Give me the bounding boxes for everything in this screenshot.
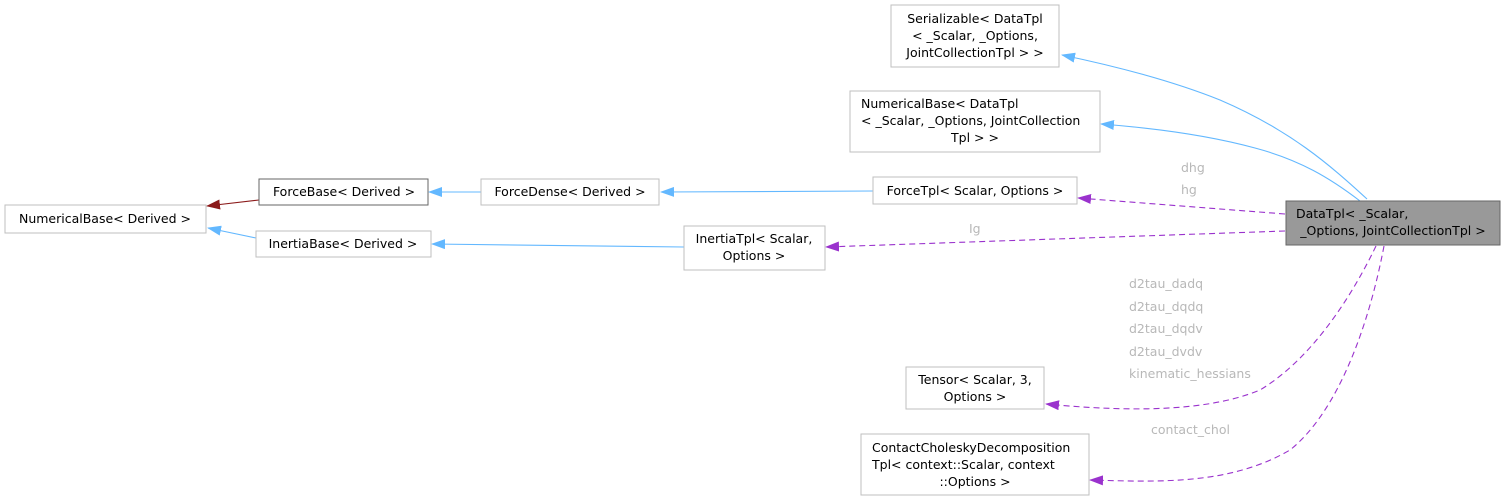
node-datatpl-line-1: DataTpl< _Scalar,: [1296, 206, 1408, 221]
node-forcetpl[interactable]: ForceTpl< Scalar, Options >: [872, 176, 1078, 205]
node-numericalbase-datatpl-line-1: NumericalBase< DataTpl: [861, 96, 1019, 111]
node-tensor-line-2: Options >: [944, 389, 1007, 404]
node-forcedense-label: ForceDense< Derived >: [494, 184, 645, 199]
node-serializable[interactable]: Serializable< DataTpl < _Scalar, _Option…: [890, 4, 1060, 68]
edge-datatpl-to-contactcholesky: [1089, 245, 1385, 486]
node-datatpl-line-2: _Options, JointCollectionTpl >: [1299, 223, 1485, 238]
node-datatpl-focus[interactable]: DataTpl< _Scalar, _Options, JointCollect…: [1285, 200, 1501, 246]
edge-label-d2tau-dadq: d2tau_dadq: [1129, 276, 1203, 291]
node-contact-cholesky-line-2: Tpl< context::Scalar, context: [871, 457, 1055, 472]
node-numericalbase-derived-label: NumericalBase< Derived >: [19, 211, 191, 226]
node-forcedense[interactable]: ForceDense< Derived >: [480, 178, 660, 206]
edge-label-kinematic-hessians: kinematic_hessians: [1129, 366, 1251, 381]
node-serializable-line-2: < _Scalar, _Options,: [912, 28, 1038, 43]
edge-datatpl-to-serializable: [1061, 52, 1368, 200]
node-serializable-line-1: Serializable< DataTpl: [907, 11, 1043, 26]
edge-label-d2tau-dqdq: d2tau_dqdq: [1129, 299, 1203, 314]
node-forcebase[interactable]: ForceBase< Derived >: [258, 178, 429, 206]
node-serializable-line-3: JointCollectionTpl > >: [905, 45, 1043, 60]
node-numericalbase-derived[interactable]: NumericalBase< Derived >: [4, 204, 207, 234]
edge-label-ig: Ig: [969, 221, 981, 236]
edge-inertiabase-to-numericalbase: [207, 225, 257, 239]
node-inertiatpl-line-2: Options >: [723, 248, 786, 263]
edges: [206, 52, 1385, 486]
edge-label-hg: hg: [1181, 182, 1197, 197]
node-contact-cholesky-line-1: ContactCholeskyDecomposition: [872, 440, 1070, 455]
edge-datatpl-to-forcetpl: [1077, 194, 1286, 215]
edge-forcetpl-to-forcedense: [660, 186, 874, 197]
node-contact-cholesky[interactable]: ContactCholeskyDecomposition Tpl< contex…: [860, 433, 1090, 496]
node-inertiatpl-line-1: InertiaTpl< Scalar,: [696, 231, 813, 246]
edge-labels: dhg hg Ig d2tau_dadq d2tau_dqdq d2tau_dq…: [969, 160, 1251, 437]
edge-label-d2tau-dvdv: d2tau_dvdv: [1129, 344, 1203, 359]
node-forcebase-label: ForceBase< Derived >: [273, 184, 415, 199]
node-inertiabase-label: InertiaBase< Derived >: [269, 236, 418, 251]
node-tensor[interactable]: Tensor< Scalar, 3, Options >: [905, 366, 1045, 410]
node-forcetpl-label: ForceTpl< Scalar, Options >: [887, 183, 1064, 198]
node-numericalbase-datatpl[interactable]: NumericalBase< DataTpl < _Scalar, _Optio…: [849, 90, 1101, 153]
edge-datatpl-to-inertiatpl: [825, 230, 1286, 252]
edge-inertiatpl-to-inertiabase: [431, 239, 685, 250]
edge-label-dhg: dhg: [1181, 160, 1205, 175]
edge-label-d2tau-dqdv: d2tau_dqdv: [1129, 321, 1203, 336]
edge-datatpl-to-tensor: [1045, 245, 1377, 411]
node-inertiatpl[interactable]: InertiaTpl< Scalar, Options >: [683, 225, 826, 271]
edge-label-contact-chol: contact_chol: [1151, 422, 1230, 437]
node-numericalbase-datatpl-line-2: < _Scalar, _Options, JointCollection: [861, 113, 1080, 128]
node-contact-cholesky-line-3: ::Options >: [939, 474, 1010, 489]
node-numericalbase-datatpl-line-3: Tpl > >: [950, 130, 999, 145]
node-tensor-line-1: Tensor< Scalar, 3,: [917, 372, 1031, 387]
node-inertiabase[interactable]: InertiaBase< Derived >: [255, 230, 432, 258]
edge-forcebase-to-numericalbase: [206, 199, 260, 210]
edge-datatpl-to-numericalbase-data: [1100, 120, 1361, 202]
